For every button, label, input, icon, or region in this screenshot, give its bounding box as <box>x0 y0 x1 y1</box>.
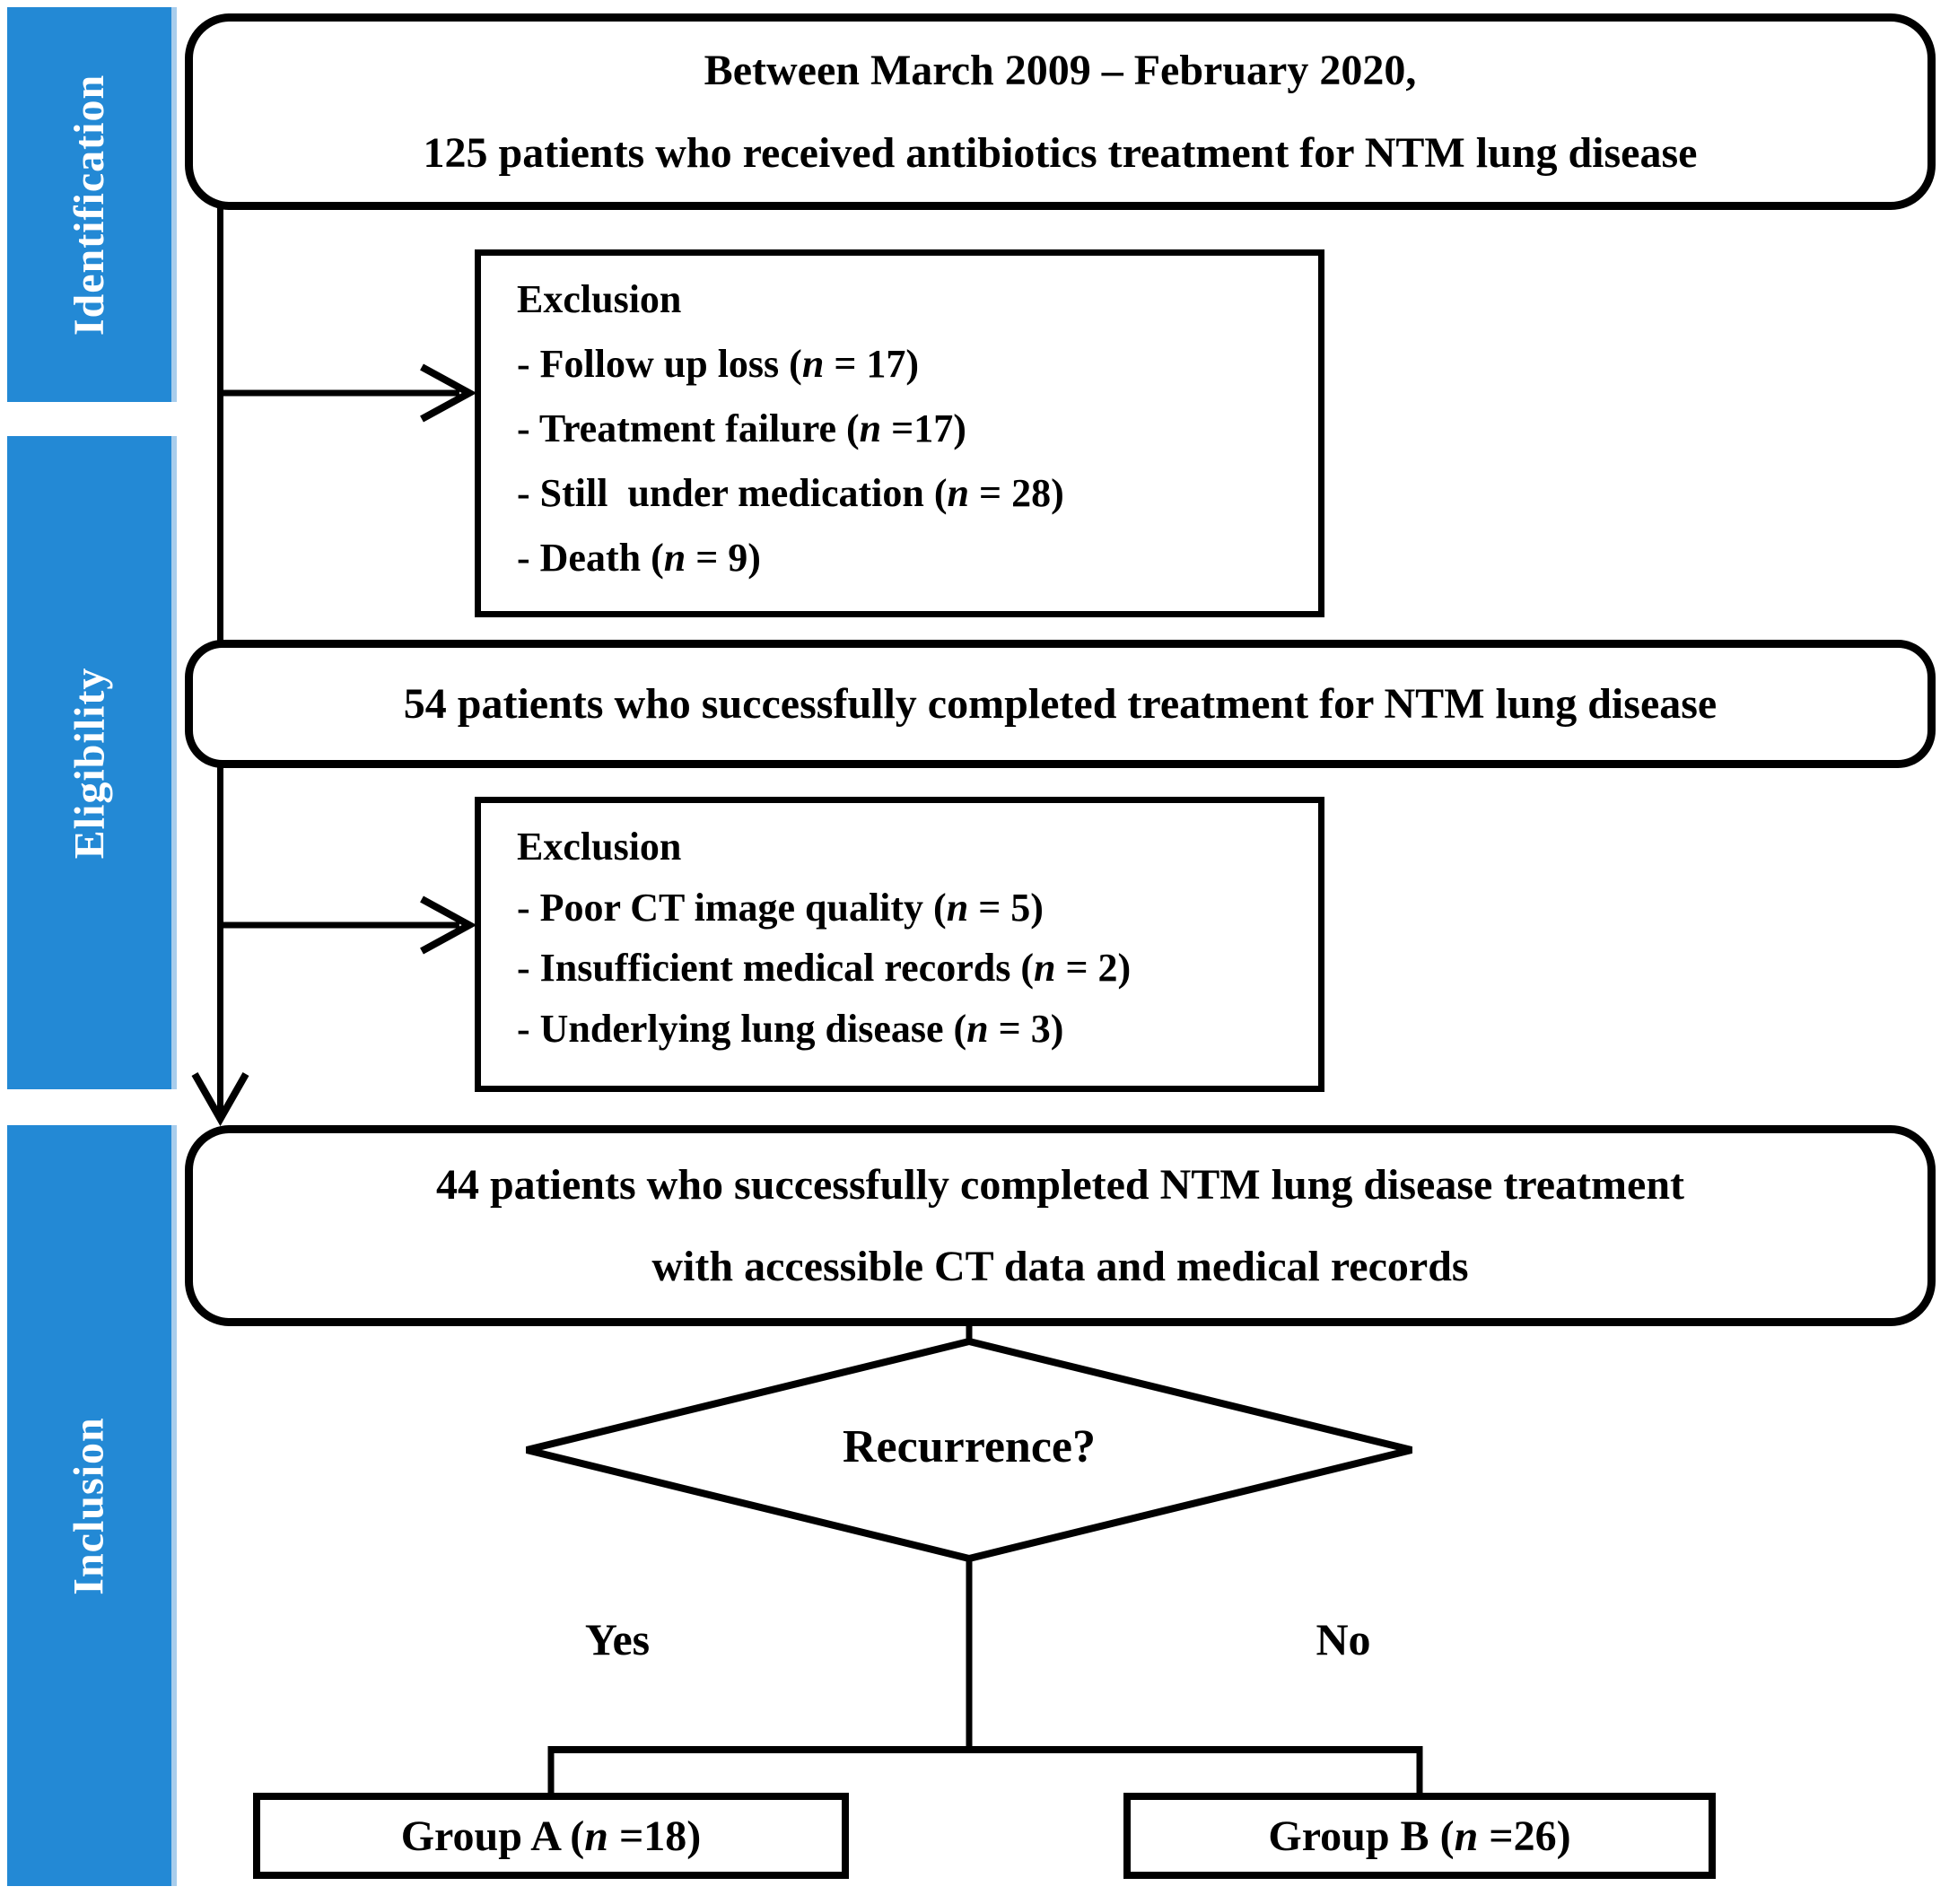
exclusion1-title: Exclusion <box>517 277 682 321</box>
exclusion-box-1: Exclusion - Follow up loss (n = 17) - Tr… <box>475 249 1324 617</box>
exclusion2-item: - Poor CT image quality (n = 5) <box>517 885 1044 930</box>
exclusion1-item: - Follow up loss (n = 17) <box>517 341 920 386</box>
eligibility-box: 54 patients who successfully completed t… <box>185 640 1936 768</box>
exclusion1-item: - Death (n = 9) <box>517 535 761 580</box>
exclusion1-item: - Treatment failure (n =17) <box>517 406 966 450</box>
exclusion1-item: - Still under medication (n = 28) <box>517 470 1064 515</box>
arrow-excl2-head <box>420 895 477 955</box>
exclusion-box-2: Exclusion - Poor CT image quality (n = 5… <box>475 797 1324 1092</box>
group-b-box: Group B (n =26) <box>1123 1793 1716 1879</box>
phase-band-identification: Identification <box>7 7 177 402</box>
identification-box: Between March 2009 – February 2020, 125 … <box>185 13 1936 210</box>
inclusion-box-line1: 44 patients who successfully completed N… <box>435 1160 1685 1209</box>
inclusion-box-line2: with accessible CT data and medical reco… <box>651 1243 1469 1290</box>
decision-label: Recurrence? <box>842 1421 1096 1472</box>
branch-yes-label: Yes <box>584 1614 651 1664</box>
phase-band-eligibility: Eligibility <box>7 436 177 1089</box>
identification-box-line1: Between March 2009 – February 2020, <box>704 47 1417 95</box>
group-b-label: Group B (n =26) <box>1268 1812 1571 1860</box>
group-a-box: Group A (n =18) <box>253 1793 849 1879</box>
phase-label-identification: Identification <box>66 74 113 336</box>
exclusion2-title: Exclusion <box>517 825 682 869</box>
inclusion-box: 44 patients who successfully completed N… <box>185 1125 1936 1326</box>
exclusion2-item: - Insufficient medical records (n = 2) <box>517 946 1132 991</box>
exclusion2-item: - Underlying lung disease (n = 3) <box>517 1006 1064 1051</box>
group-a-label: Group A (n =18) <box>400 1812 702 1860</box>
identification-box-line2: 125 patients who received antibiotics tr… <box>423 128 1698 177</box>
phase-band-inclusion: Inclusion <box>7 1125 177 1886</box>
arrow-incl-head <box>191 1072 249 1127</box>
branch-no-label: No <box>1316 1614 1371 1664</box>
phase-label-inclusion: Inclusion <box>66 1416 114 1595</box>
phase-label-eligibility: Eligibility <box>66 667 113 859</box>
eligibility-box-text: 54 patients who successfully completed t… <box>403 679 1718 728</box>
arrow-excl1-head <box>420 363 477 423</box>
